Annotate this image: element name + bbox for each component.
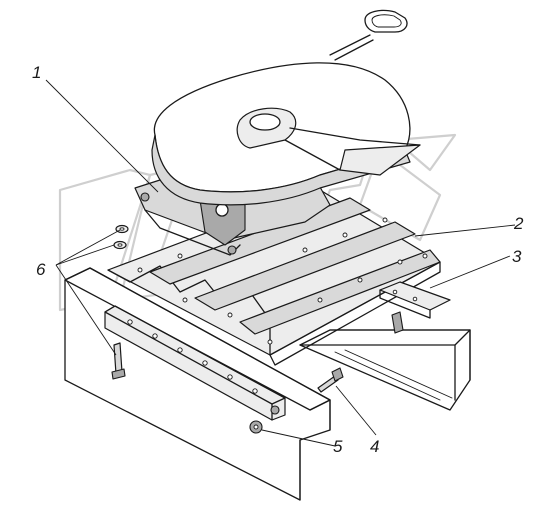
fifth-wheel-coupling	[134, 9, 421, 256]
nut-5	[249, 420, 263, 434]
callout-5: 5	[333, 437, 343, 456]
kingpin-opening	[249, 113, 281, 131]
rear-support-angle	[379, 281, 451, 334]
callout-1: 1	[32, 63, 41, 82]
callout-6: 6	[36, 260, 46, 279]
bolt-4	[317, 367, 344, 393]
coupling-bolt-icon	[227, 245, 237, 255]
plate-rivet-icon	[270, 405, 280, 415]
side-mounting-plate	[104, 305, 286, 421]
side-plate-holes	[127, 319, 258, 394]
washers	[113, 224, 129, 250]
leader-lines	[45, 79, 516, 447]
pivot-pin-icon	[215, 203, 229, 217]
rear-bolt-icon	[391, 311, 404, 334]
coupling-bolt-icon	[140, 192, 150, 202]
callout-3: 3	[512, 247, 522, 266]
callout-4: 4	[370, 437, 379, 456]
bolt-left	[111, 342, 126, 380]
callouts: 1 2 3 4 5 6	[32, 63, 524, 456]
corrugated-mounting-plate	[107, 189, 441, 366]
frame-longitudinal-beam-rear	[299, 329, 471, 411]
callout-2: 2	[513, 214, 524, 233]
